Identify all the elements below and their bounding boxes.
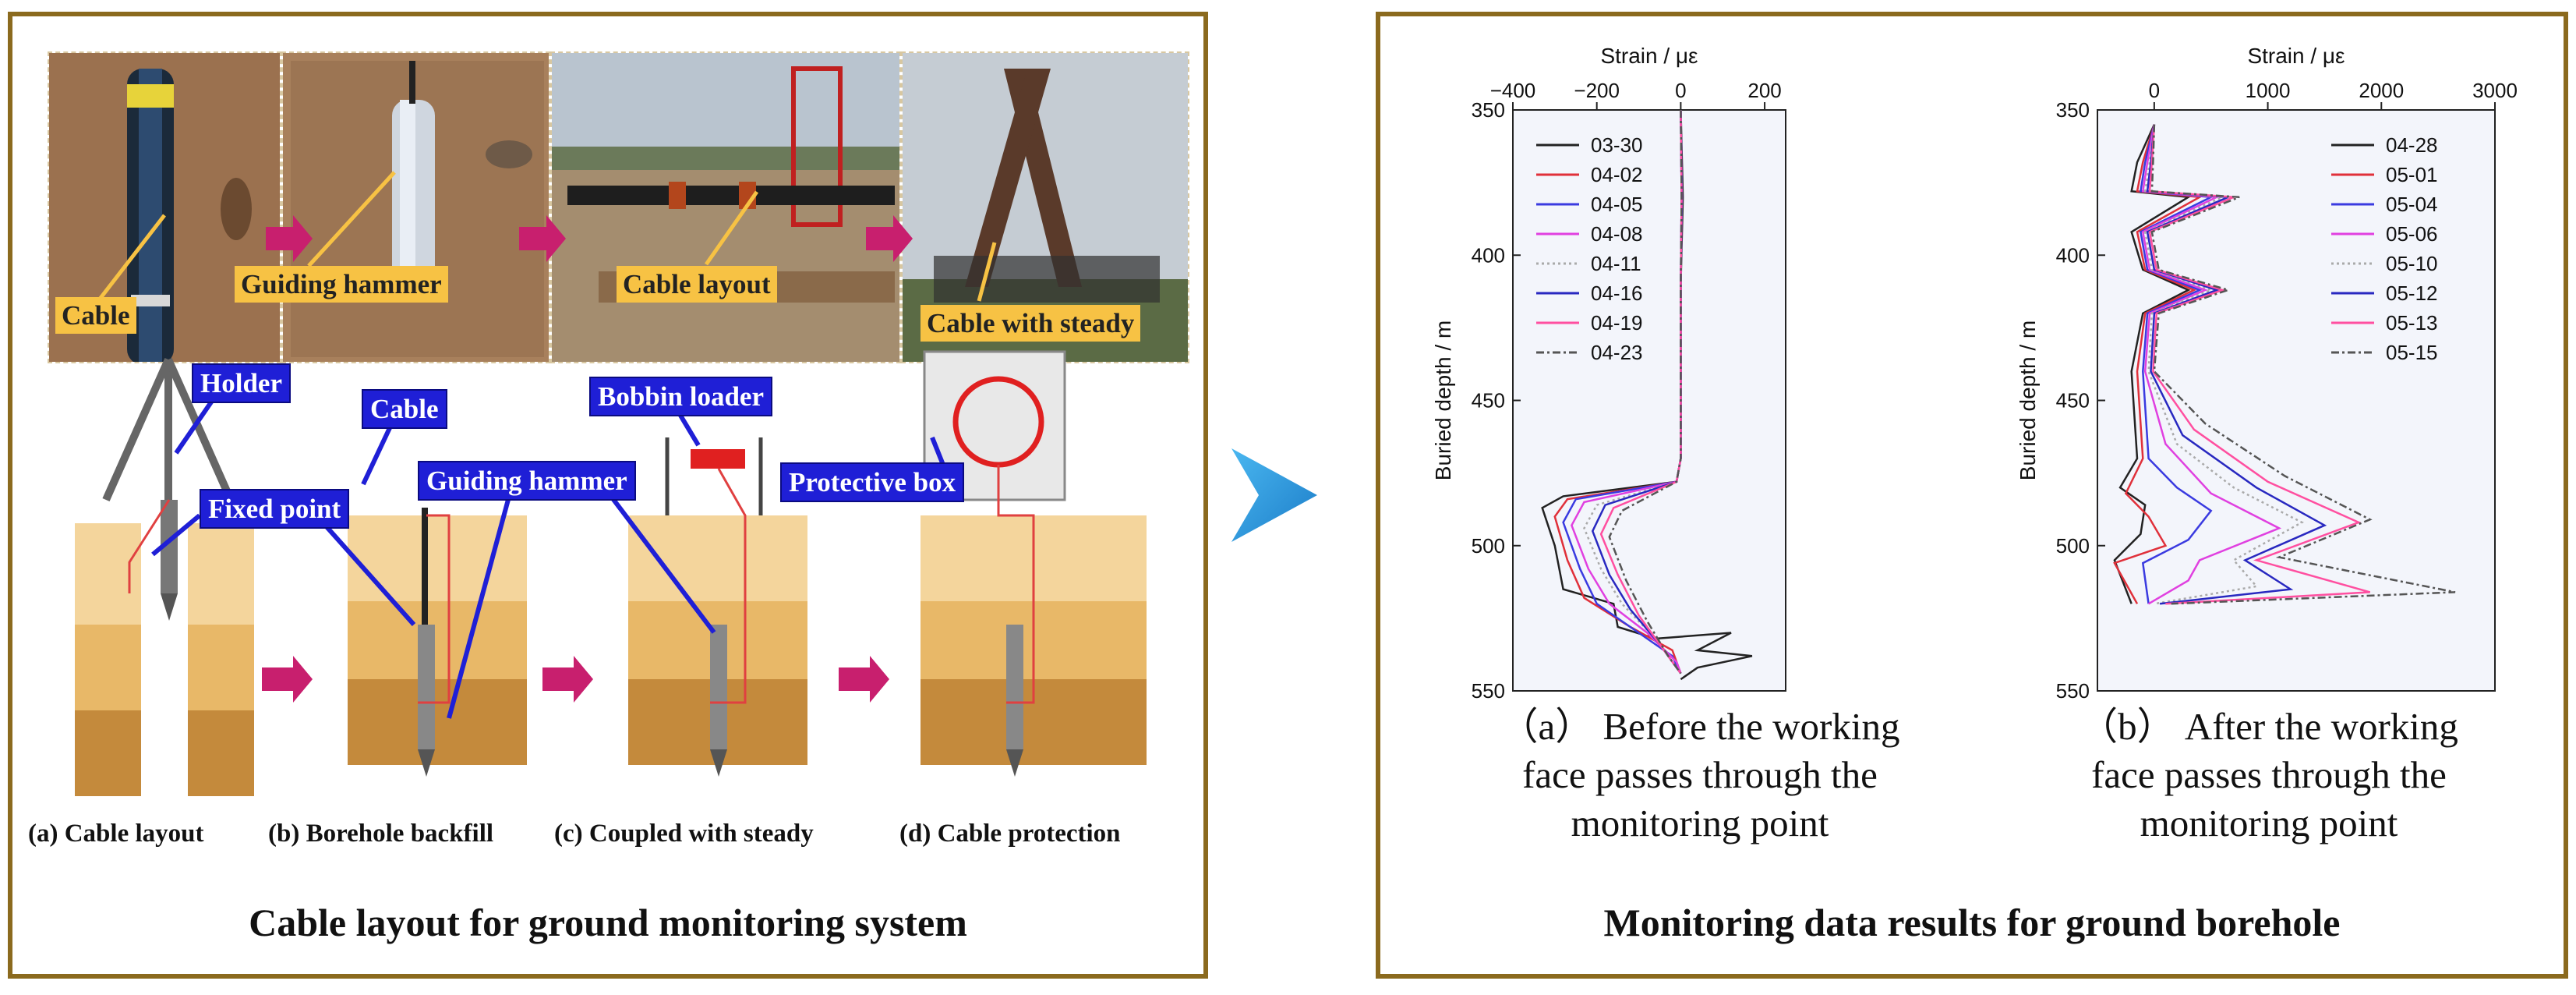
x-tick-label-1-3: 3000 [2472, 79, 2518, 102]
left-title: Cable layout for ground monitoring syste… [249, 901, 967, 944]
y-tick-label-0-3: 500 [1472, 534, 1505, 558]
plot-area-0 [1512, 109, 1786, 692]
subcaption-b: (b) Borehole backfill [268, 820, 494, 848]
legend-label-0-03-30: 03-30 [1591, 133, 1643, 157]
left-panel: Cable Guiding hammer Cable layout Cable … [8, 12, 1208, 979]
right-title: Monitoring data results for ground boreh… [1603, 901, 2341, 944]
y-tick-label-1-0: 350 [2056, 98, 2090, 122]
legend-label-0-04-19: 04-19 [1591, 311, 1643, 335]
caption-b-line-2: face passes through the [2091, 753, 2447, 796]
x-axis-label-1: Strain / με [2247, 44, 2345, 68]
legend-label-0-04-23: 04-23 [1591, 341, 1643, 364]
x-axis-label-0: Strain / με [1600, 44, 1698, 68]
caption-a: （a） Before the working face passes throu… [1451, 703, 1949, 848]
x-tick-label-0-2: 0 [1675, 79, 1686, 102]
legend-label-1-05-01: 05-01 [2386, 163, 2438, 186]
bobbin-loader-label: Bobbin loader [589, 377, 772, 416]
y-tick-label-0-1: 400 [1472, 243, 1505, 267]
series-line-0-04-11 [1583, 109, 1683, 675]
y-tick-label-0-2: 450 [1472, 389, 1505, 413]
x-tick-label-1-0: 0 [2149, 79, 2160, 102]
series-line-1-05-13 [2148, 124, 2371, 605]
charts-svg: −400 −200 0 200 350 400 450 500 550 Strain / με Bu… [1431, 44, 2518, 703]
caption-b-line-3: monitoring point [2140, 802, 2398, 845]
legend-label-0-04-16: 04-16 [1591, 282, 1643, 305]
legend-label-0-04-08: 04-08 [1591, 222, 1643, 246]
series-line-0-04-19 [1599, 109, 1683, 675]
subcaption-a: (a) Cable layout [28, 820, 204, 848]
borehole-diagram-d [921, 350, 1147, 777]
subcaption-d: (d) Cable protection [899, 820, 1121, 848]
y-tick-label-1-4: 550 [2056, 679, 2090, 703]
guiding-hammer-photo [283, 53, 549, 362]
legend-label-0-04-11: 04-11 [1591, 252, 1641, 275]
legend-label-1-05-15: 05-15 [2386, 341, 2438, 364]
flow-arrows [262, 215, 913, 703]
legend-label-1-05-10: 05-10 [2386, 252, 2438, 275]
cable-label: Cable [362, 389, 447, 429]
caption-a-line-1: （a） Before the working [1500, 705, 1900, 748]
cable-layout-photo-label: Cable layout [617, 266, 777, 303]
y-axis-label-1: Buried depth / m [2016, 320, 2040, 480]
y-tick-label-0-0: 350 [1472, 98, 1505, 122]
legend-label-0-04-02: 04-02 [1591, 163, 1643, 186]
label-pointers [151, 389, 950, 719]
y-tick-label-1-3: 500 [2056, 534, 2090, 558]
cable-photo-label: Cable [55, 297, 136, 334]
series-line-1-05-15 [2150, 124, 2456, 605]
fixed-point-label: Fixed point [200, 489, 350, 529]
legend-label-1-05-13: 05-13 [2386, 311, 2438, 335]
transition-arrow-icon [1231, 448, 1317, 542]
x-tick-label-0-3: 200 [1747, 79, 1781, 102]
photo-cell-b [281, 51, 550, 363]
y-axis-label-0: Buried depth / m [1431, 320, 1455, 480]
protective-box-label: Protective box [780, 462, 965, 502]
caption-b-line-1: （b） After the working [2080, 705, 2458, 748]
caption-a-line-3: monitoring point [1571, 802, 1829, 845]
holder-label: Holder [192, 363, 291, 403]
borehole-diagram-a [75, 357, 254, 796]
caption-b: （b） After the working face passes throug… [2019, 703, 2518, 848]
x-tick-label-1-1: 1000 [2246, 79, 2291, 102]
x-tick-label-1-2: 2000 [2359, 79, 2404, 102]
series-line-0-04-23 [1608, 109, 1683, 675]
legend-label-1-04-28: 04-28 [2386, 133, 2438, 157]
x-tick-label-0-0: −400 [1490, 79, 1536, 102]
borehole-diagram-c [628, 437, 807, 777]
guiding-hammer-photo-label: Guiding hammer [235, 266, 448, 303]
cable-with-steady-photo-label: Cable with steady [921, 305, 1141, 342]
legend-label-1-05-12: 05-12 [2386, 282, 2438, 305]
y-tick-label-1-2: 450 [2056, 389, 2090, 413]
y-tick-label-1-1: 400 [2056, 243, 2090, 267]
right-panel: −400 −200 0 200 350 400 450 500 550 Strain / με Bu… [1376, 12, 2568, 979]
legend-label-1-05-06: 05-06 [2386, 222, 2438, 246]
guiding-hammer-label: Guiding hammer [418, 461, 636, 501]
caption-a-line-2: face passes through the [1522, 753, 1878, 796]
y-tick-label-0-4: 550 [1472, 679, 1505, 703]
subcaption-c: (c) Coupled with steady [554, 820, 814, 848]
legend-label-0-04-05: 04-05 [1591, 193, 1643, 216]
x-tick-label-0-1: −200 [1574, 79, 1620, 102]
borehole-diagram-b [348, 508, 527, 777]
legend-label-1-05-04: 05-04 [2386, 193, 2438, 216]
